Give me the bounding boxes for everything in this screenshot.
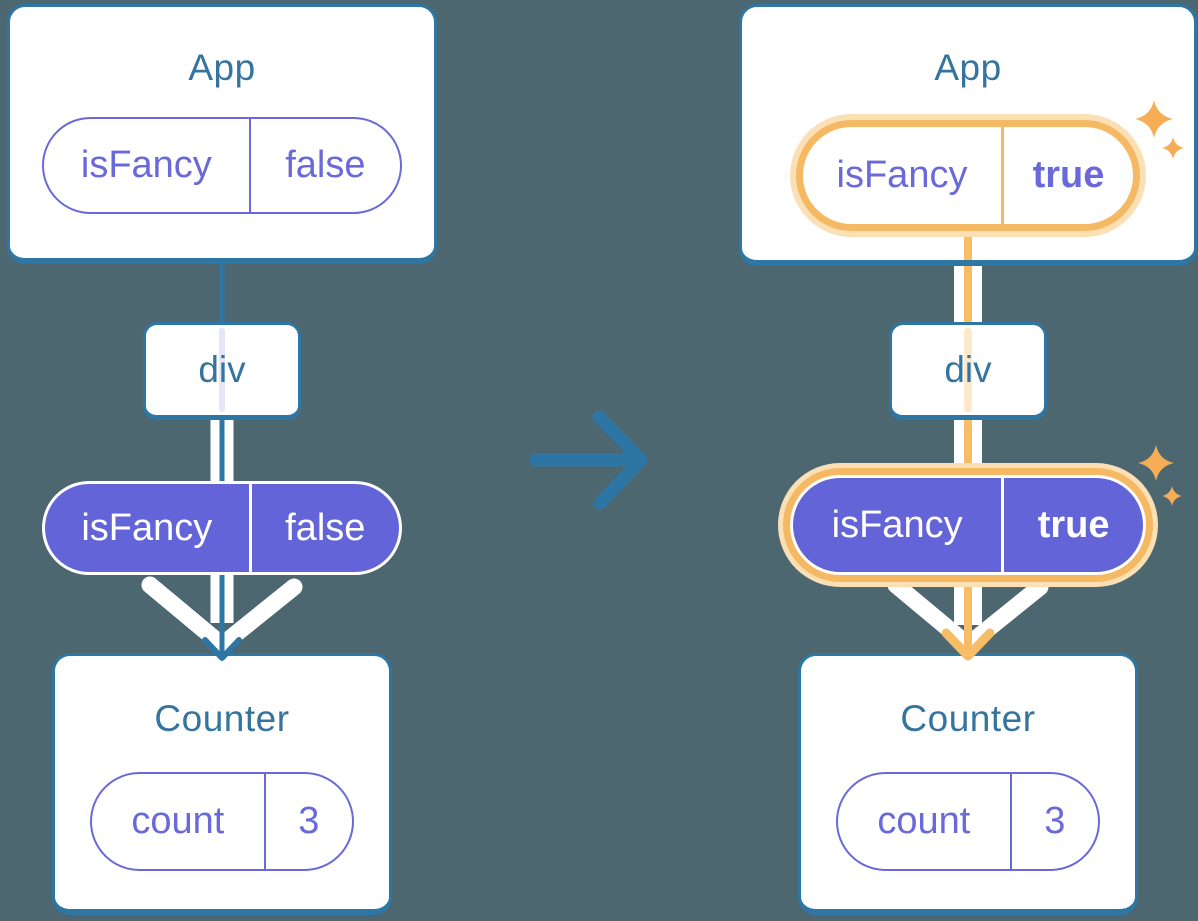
left-div-node: div: [143, 322, 301, 420]
state-value: 3: [1044, 800, 1066, 842]
right-state-line-stub: [964, 231, 972, 260]
prop-value: false: [285, 506, 366, 549]
right-div-label: div: [944, 349, 992, 390]
right-div-node: div: [889, 322, 1047, 420]
left-prop-pill: isFancy false: [42, 481, 402, 575]
state-value: true: [1032, 154, 1105, 196]
state-key: count: [838, 774, 1012, 869]
left-div-ghost-line: [219, 328, 225, 412]
left-app-title: App: [188, 47, 256, 88]
right-counter-state-pill: count 3: [836, 772, 1100, 871]
right-counter-card: Counter count 3: [798, 653, 1138, 915]
prop-key: isFancy: [45, 484, 252, 572]
left-app-card: App isFancy false: [7, 4, 437, 264]
prop-key: isFancy: [793, 478, 1005, 572]
state-key: isFancy: [44, 119, 251, 212]
prop-value: true: [1037, 503, 1110, 546]
state-key: isFancy: [803, 127, 1004, 224]
right-counter-title: Counter: [900, 698, 1036, 739]
state-key: count: [92, 774, 266, 869]
right-app-card: App isFancy true: [739, 4, 1197, 266]
left-app-state-pill: isFancy false: [42, 117, 402, 214]
right-div-ghost-line: [964, 328, 972, 412]
left-counter-state-pill: count 3: [90, 772, 354, 871]
right-app-state-pill: isFancy true: [796, 120, 1140, 231]
left-counter-card: Counter count 3: [52, 653, 392, 915]
state-value: 3: [298, 800, 320, 842]
left-div-label: div: [198, 349, 246, 390]
state-value: false: [285, 144, 366, 186]
left-counter-title: Counter: [154, 698, 290, 739]
right-app-title: App: [934, 47, 1002, 88]
right-prop-pill: isFancy true: [790, 475, 1146, 575]
